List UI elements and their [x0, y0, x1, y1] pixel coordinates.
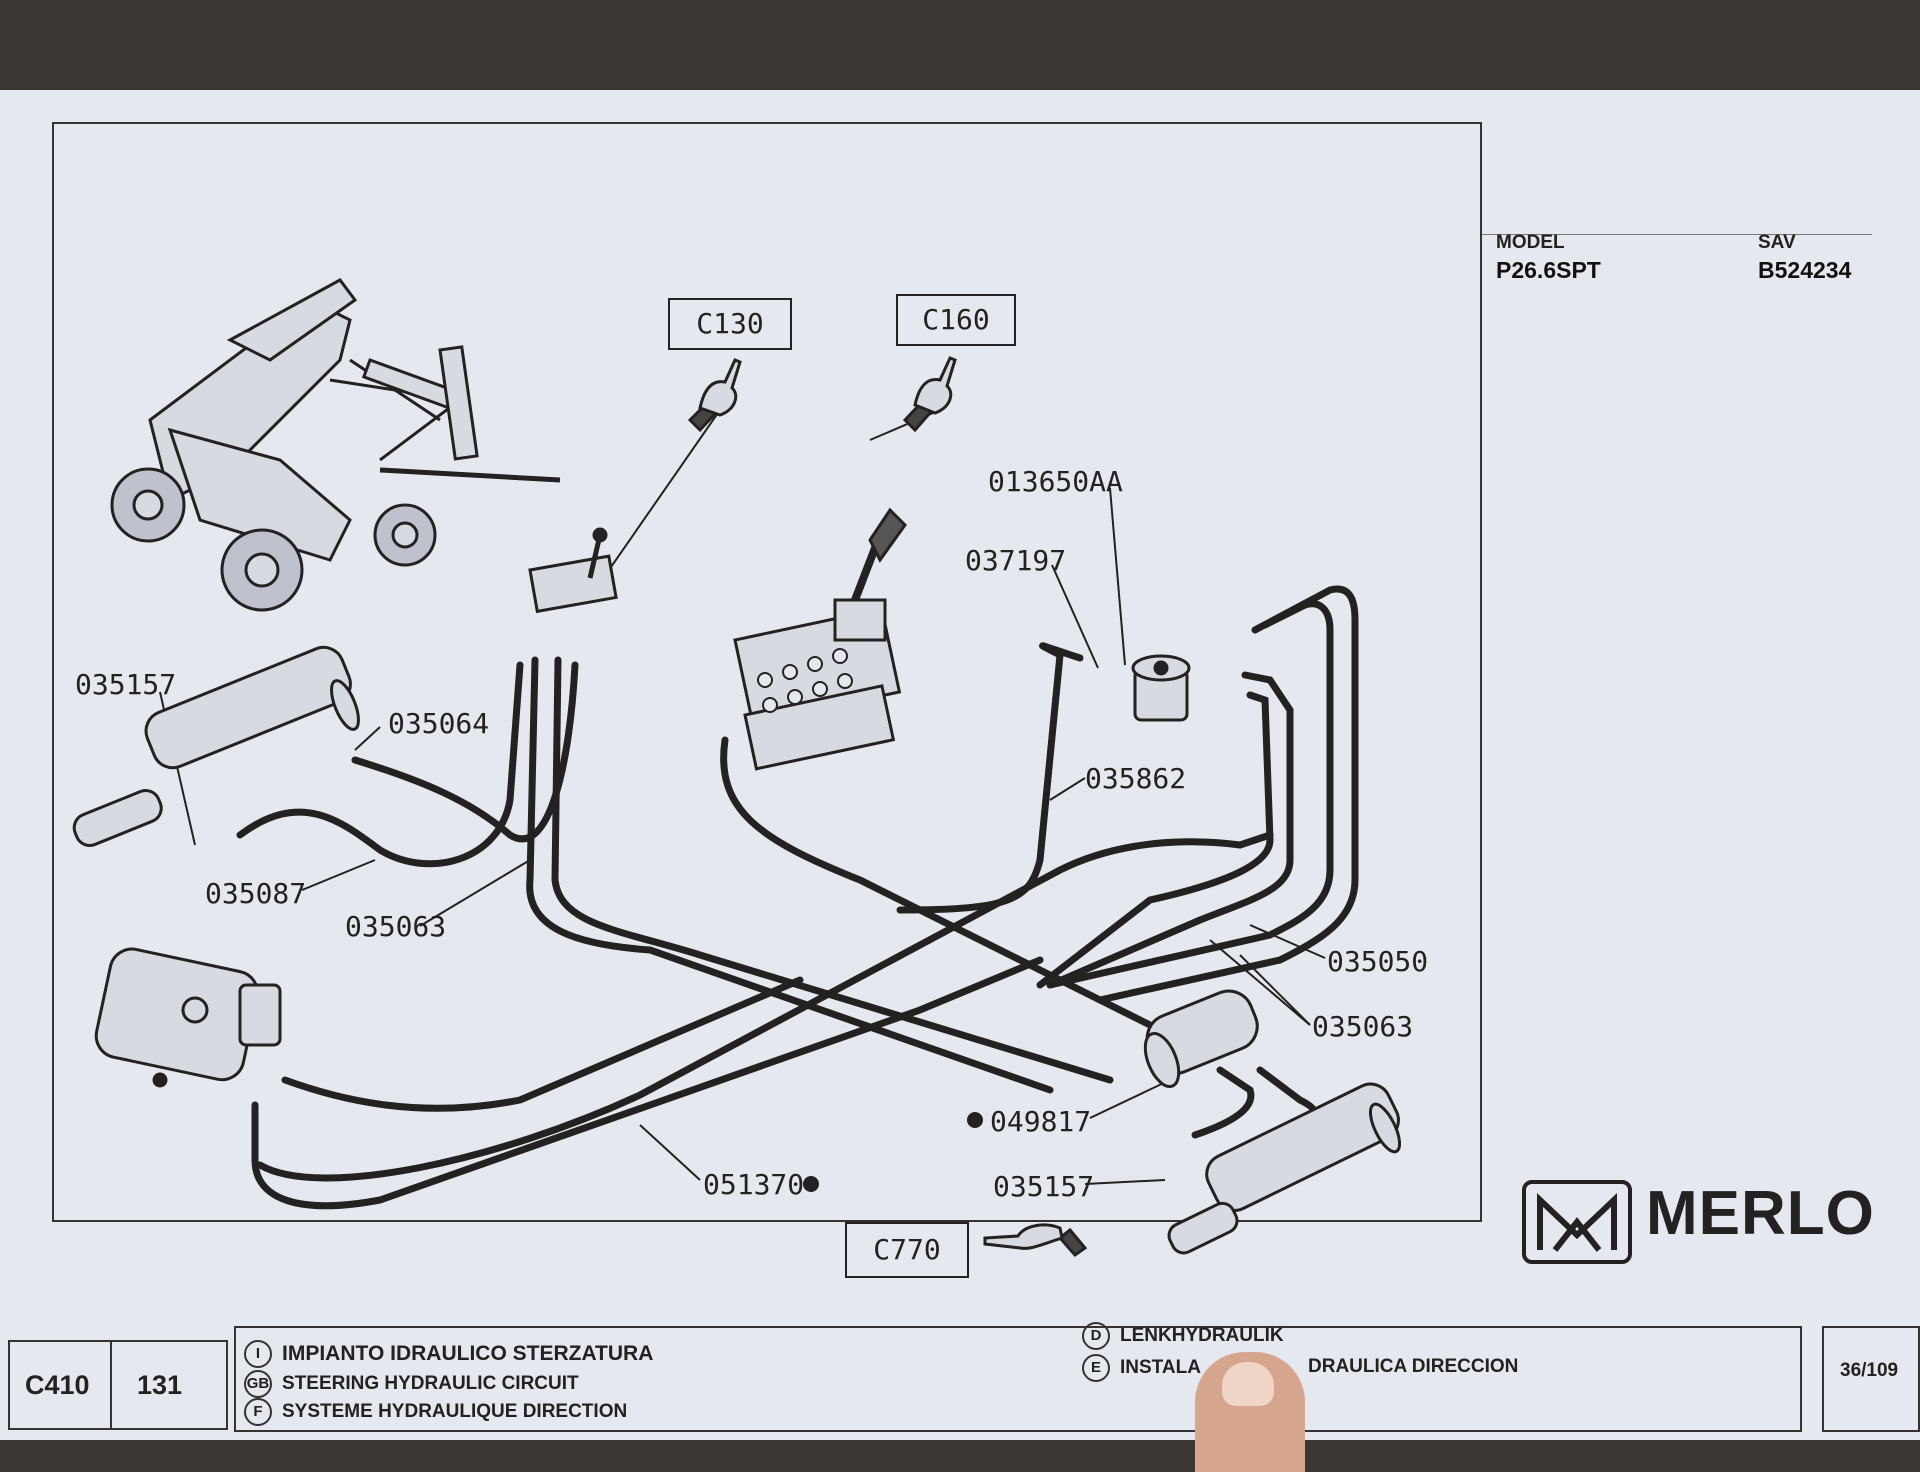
marker-dot-049817 [967, 1112, 983, 1128]
steering-unit [1131, 654, 1191, 722]
marker-dot-051370 [803, 1176, 819, 1192]
part-035862: 035862 [1085, 762, 1187, 795]
model-label: MODEL [1496, 232, 1565, 253]
pointing-hand-c130 [687, 358, 742, 433]
title-row-it: I IMPIANTO IDRAULICO STERZATURA [244, 1340, 653, 1368]
components [72, 278, 1617, 1257]
hose-035064 [351, 661, 579, 843]
callout-c770: C770 [845, 1222, 969, 1278]
hose-035063-left [526, 656, 1054, 1094]
hose-pump-return [251, 956, 1044, 1210]
hose-051370 [256, 831, 1274, 1182]
part-051370: 051370 [703, 1168, 805, 1201]
title-fr: SYSTEME HYDRAULIQUE DIRECTION [282, 1401, 628, 1422]
lang-badge-gb: GB [244, 1370, 272, 1398]
part-037197: 037197 [965, 544, 1067, 577]
title-es-part1: INSTALA [1120, 1357, 1201, 1378]
title-row-es-cont: DRAULICA DIRECCION [1308, 1356, 1518, 1384]
title-row-de: D LENKHYDRAULIK [1082, 1322, 1284, 1350]
part-049817: 049817 [990, 1105, 1092, 1138]
header-divider [1482, 234, 1872, 235]
callout-c160: C160 [896, 294, 1016, 346]
lang-badge-es: E [1082, 1354, 1110, 1382]
diagram-frame [52, 122, 1482, 1222]
part-035157-left: 035157 [75, 668, 177, 701]
control-valve-block [733, 507, 907, 771]
hydraulic-pump [94, 947, 282, 1088]
logo-mark [1537, 1193, 1617, 1252]
title-de: LENKHYDRAULIK [1120, 1325, 1284, 1346]
part-035063-left: 035063 [345, 910, 447, 943]
lang-badge-it: I [244, 1340, 272, 1368]
footer-title-cell [234, 1326, 1802, 1432]
telehandler-illustration [110, 278, 561, 612]
hose-cylinder-right [1256, 1066, 1318, 1122]
hose-035063-right-b [1036, 691, 1274, 989]
hoses [236, 585, 1359, 1210]
part-035063-right: 035063 [1312, 1010, 1414, 1043]
part-035087: 035087 [205, 877, 307, 910]
hose-035050-a [1096, 585, 1359, 1004]
footer-page-cell [1822, 1326, 1920, 1432]
title-it: IMPIANTO IDRAULICO STERZATURA [282, 1342, 654, 1365]
page-number: 36/109 [1840, 1360, 1899, 1381]
brand-wordmark: MERLO [1646, 1179, 1875, 1248]
title-row-fr: F SYSTEME HYDRAULIQUE DIRECTION [244, 1398, 627, 1426]
callout-c130: C130 [668, 298, 792, 350]
hose-035087 [236, 661, 524, 868]
hose-valve-out [720, 736, 1184, 1044]
hose-035862 [896, 651, 1064, 914]
pointing-hand-c160 [902, 356, 957, 433]
footer-number: 131 [137, 1370, 183, 1400]
selector-valve [528, 527, 618, 614]
model-value: P26.6SPT [1496, 257, 1601, 283]
footer-code: C410 [25, 1370, 90, 1400]
lang-badge-de: D [1082, 1322, 1110, 1350]
hydraulic-diagram [72, 278, 1617, 1257]
part-035050: 035050 [1327, 945, 1429, 978]
sav-value: B524234 [1758, 257, 1852, 283]
title-row-gb: GB STEERING HYDRAULIC CIRCUIT [244, 1370, 579, 1398]
merlo-logo-box [1522, 1180, 1632, 1264]
steering-cylinder-right [1167, 1082, 1402, 1255]
accumulator-049817 [1143, 989, 1259, 1088]
hose-pump-feed [281, 976, 804, 1112]
hose-035050-b [1046, 600, 1334, 989]
hose-035862-top [1039, 642, 1084, 662]
hose-035063-mid [551, 656, 1114, 1084]
part-035064: 035064 [388, 707, 490, 740]
hose-049817 [1191, 1066, 1255, 1139]
footer-number-cell [110, 1340, 228, 1430]
title-es-part2: DRAULICA DIRECCION [1308, 1356, 1519, 1377]
pointing-hand-c770 [983, 1223, 1088, 1257]
hose-035063-right-a [1046, 671, 1294, 989]
part-035157-right: 035157 [993, 1170, 1095, 1203]
title-gb: STEERING HYDRAULIC CIRCUIT [282, 1373, 579, 1394]
lang-badge-fr: F [244, 1398, 272, 1426]
part-013650aa: 013650AA [988, 465, 1123, 498]
title-row-es: E INSTALA [1082, 1354, 1201, 1382]
thumbnail-occlusion [1222, 1362, 1274, 1406]
steering-cylinder-left [72, 645, 360, 847]
sav-label: SAV [1758, 232, 1796, 253]
